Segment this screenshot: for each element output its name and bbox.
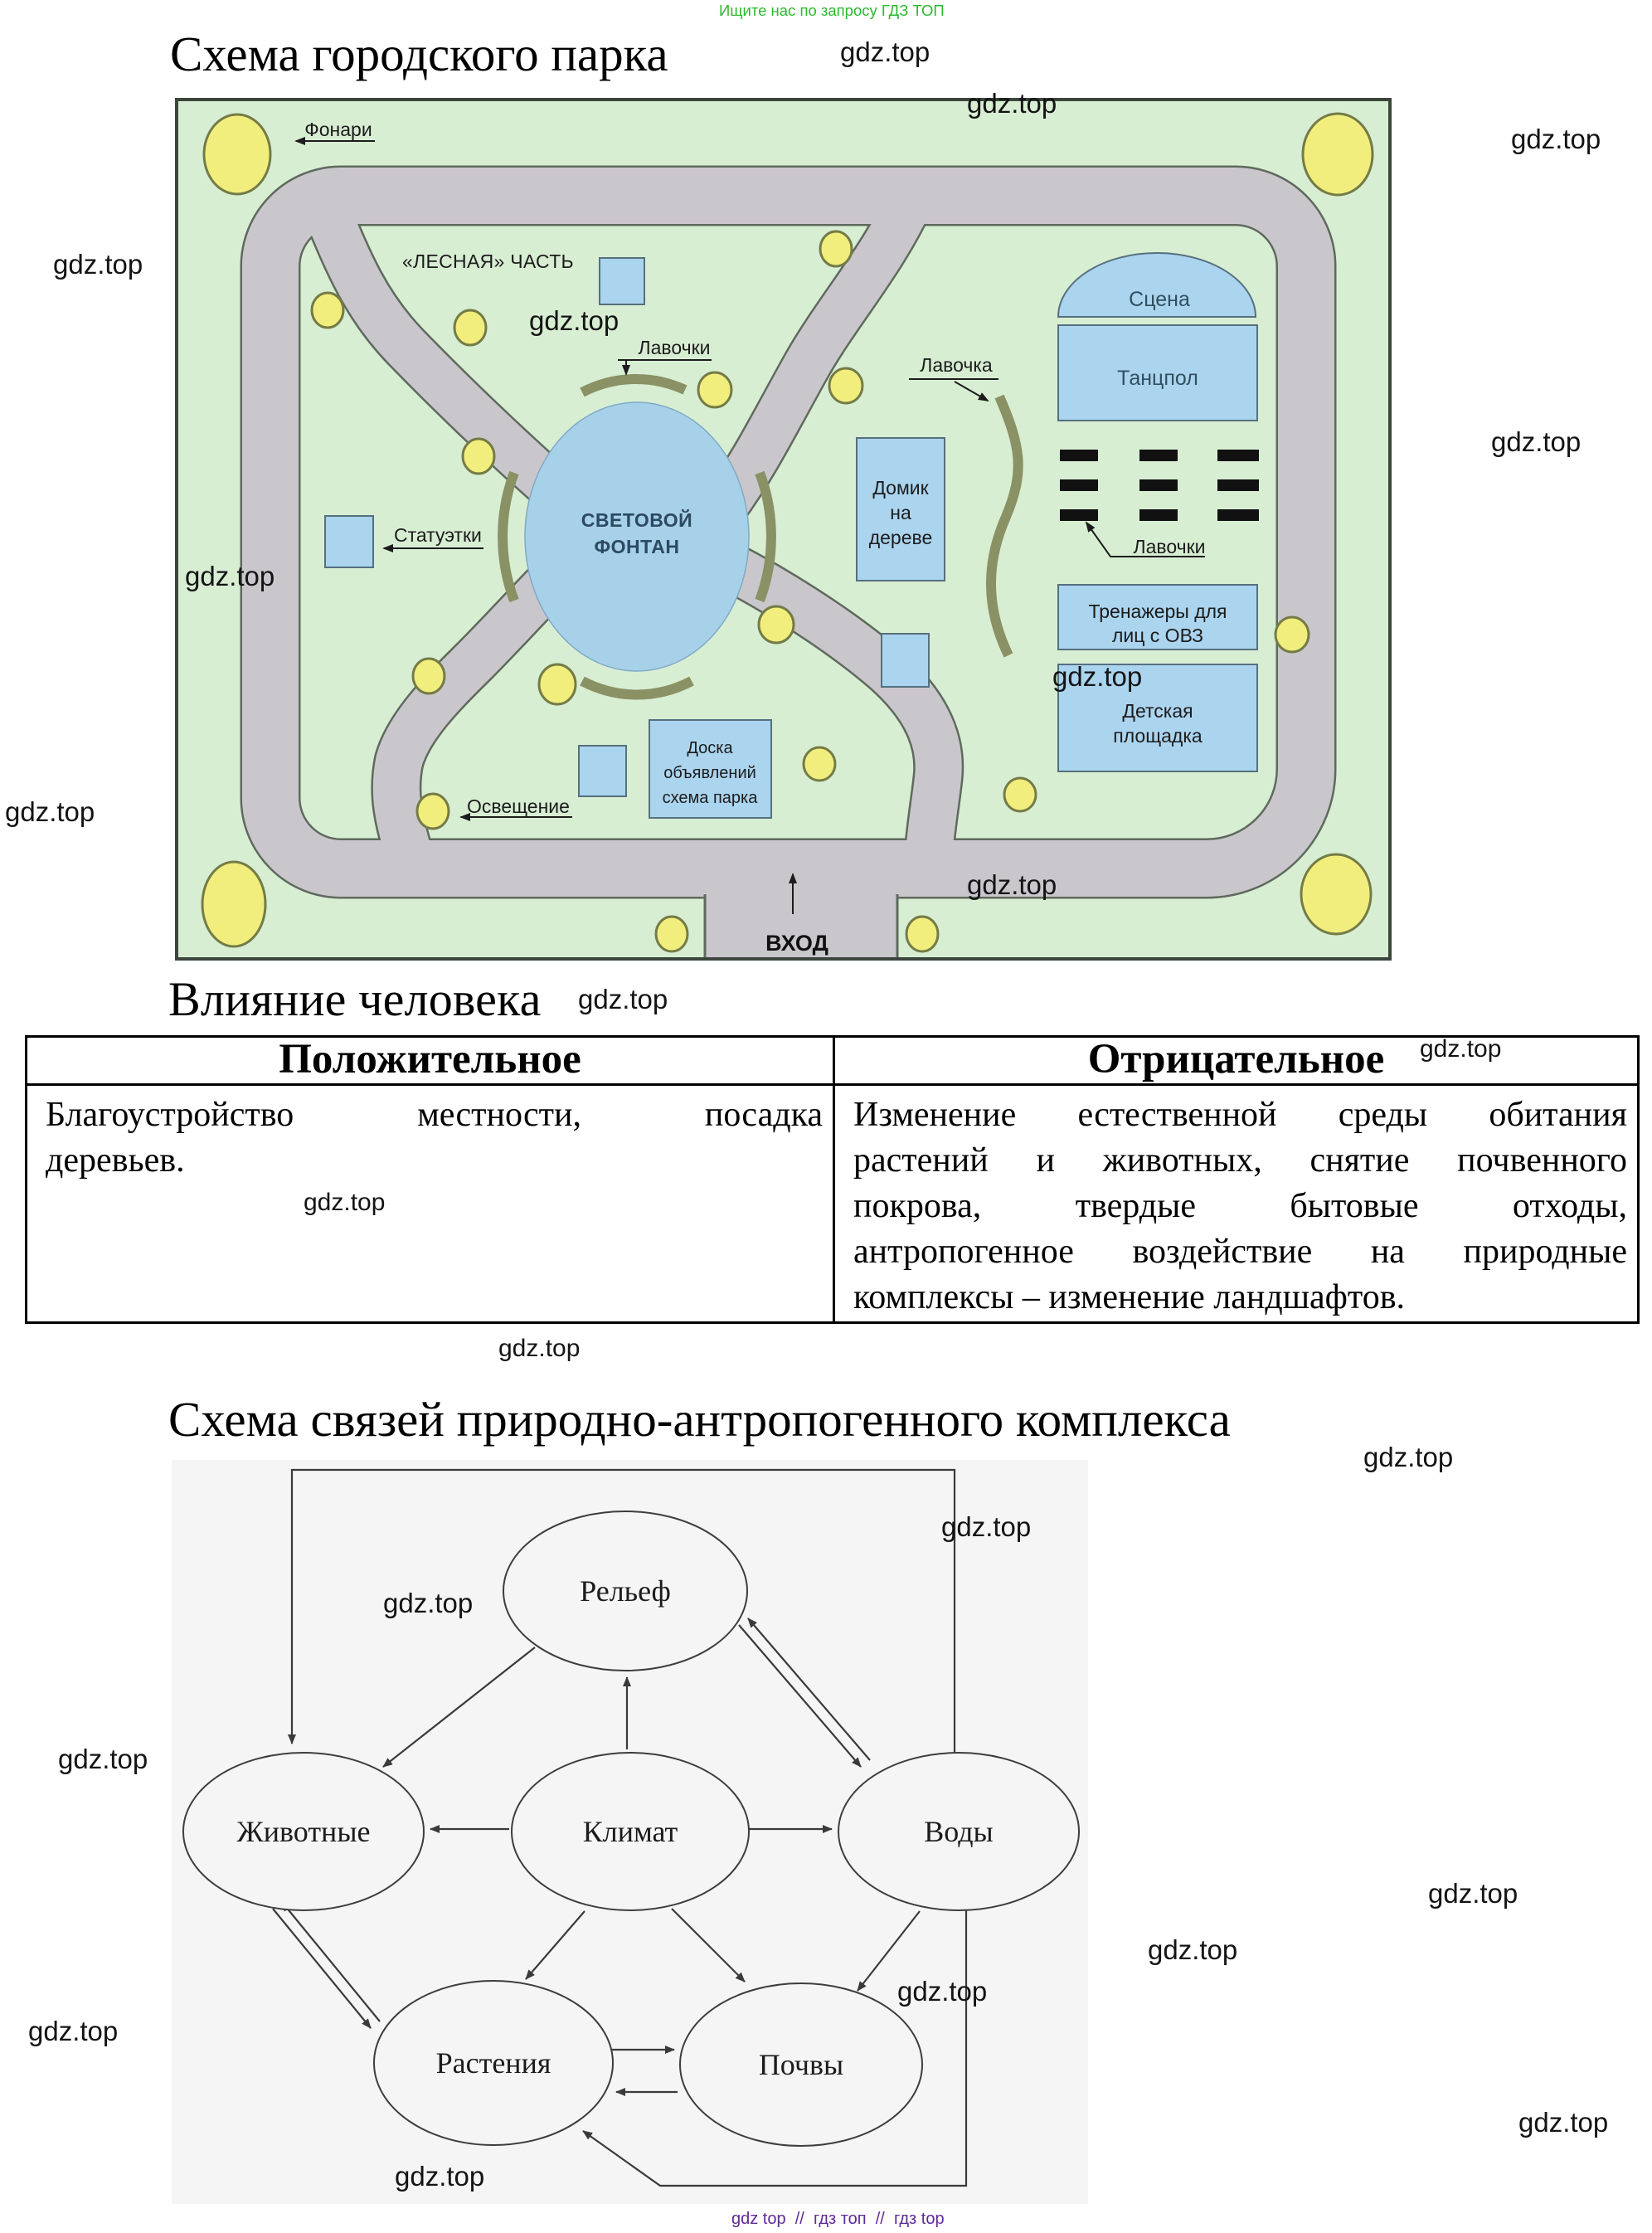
- svg-text:Танцпол: Танцпол: [1117, 367, 1198, 390]
- svg-text:Детская: Детская: [1122, 700, 1193, 722]
- svg-text:Освещение: Освещение: [467, 795, 570, 817]
- svg-text:СВЕТОВОЙ: СВЕТОВОЙ: [581, 508, 692, 531]
- svg-text:Климат: Климат: [583, 1815, 678, 1848]
- svg-text:дереве: дереве: [869, 527, 933, 548]
- svg-text:ВХОД: ВХОД: [765, 931, 828, 956]
- svg-text:на: на: [890, 502, 911, 523]
- svg-text:Лавочка: Лавочка: [920, 354, 993, 376]
- svg-text:Животные: Животные: [237, 1815, 371, 1848]
- svg-text:Фонари: Фонари: [304, 119, 372, 140]
- svg-text:Рельеф: Рельеф: [580, 1574, 671, 1608]
- svg-text:лиц с ОВЗ: лиц с ОВЗ: [1112, 625, 1203, 646]
- svg-text:объявлений: объявлений: [663, 764, 756, 782]
- svg-text:«ЛЕСНАЯ» ЧАСТЬ: «ЛЕСНАЯ» ЧАСТЬ: [402, 251, 574, 272]
- svg-text:Статуэтки: Статуэтки: [394, 524, 482, 546]
- svg-text:площадка: площадка: [1113, 725, 1203, 747]
- svg-text:Сцена: Сцена: [1129, 288, 1190, 311]
- svg-text:Домик: Домик: [872, 477, 929, 499]
- svg-text:Тренажеры для: Тренажеры для: [1088, 601, 1227, 622]
- svg-text:схема парка: схема парка: [663, 789, 759, 807]
- svg-text:Доска: Доска: [687, 739, 733, 757]
- svg-text:Воды: Воды: [924, 1815, 993, 1848]
- svg-text:ФОНТАН: ФОНТАН: [595, 536, 680, 557]
- svg-text:Лавочки: Лавочки: [638, 337, 710, 358]
- svg-text:Лавочки: Лавочки: [1133, 536, 1205, 557]
- svg-text:Почвы: Почвы: [759, 2048, 843, 2081]
- svg-text:Растения: Растения: [436, 2046, 551, 2080]
